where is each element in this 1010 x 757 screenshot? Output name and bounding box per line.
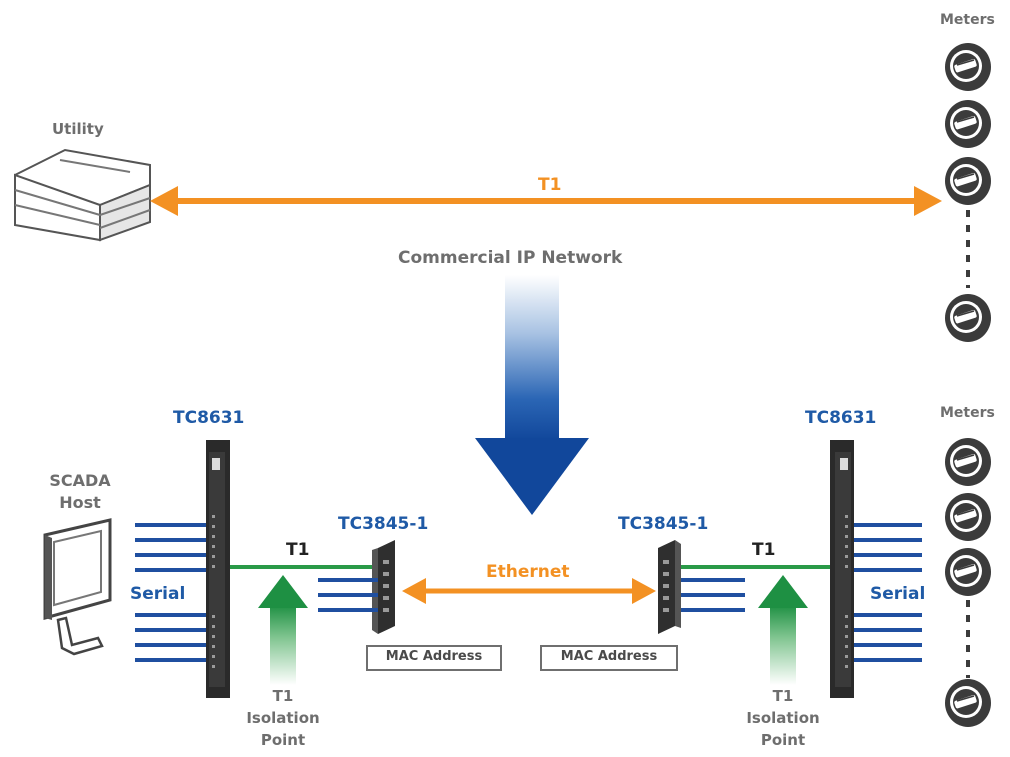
utility-building-icon (14, 148, 151, 242)
meters-top-column (944, 42, 992, 343)
tc8631-left-label: TC8631 (173, 408, 245, 428)
meters-bottom-label: Meters (940, 405, 995, 421)
meter-icon (944, 437, 992, 487)
tc8631-right-label: TC8631 (805, 408, 877, 428)
mac-address-left: MAC Address (366, 645, 502, 671)
meter-icon (944, 293, 992, 343)
ethernet-switch-icon-right (658, 540, 681, 634)
meters-top-label: Meters (940, 12, 995, 28)
meter-icon (944, 678, 992, 728)
serial-lines-left (135, 523, 210, 662)
meters-bottom-column (944, 437, 992, 728)
serial-left-label: Serial (130, 584, 186, 604)
mac-address-right: MAC Address (540, 645, 678, 671)
scada-monitor-icon (43, 518, 112, 656)
switch-lines-left (318, 578, 378, 612)
ethernet-switch-icon-left (372, 540, 395, 634)
utility-label: Utility (52, 120, 104, 138)
meter-icon (944, 99, 992, 149)
isolation-point-right-label: T1 Isolation Point (746, 687, 820, 749)
t1-right-line-label: T1 (752, 540, 776, 560)
isolation-arrow-left (258, 575, 308, 685)
ethernet-label: Ethernet (486, 562, 570, 582)
ethernet-arrow (402, 578, 656, 604)
t1-left-line-label: T1 (286, 540, 310, 560)
big-down-arrow (475, 275, 589, 515)
commercial-network-label: Commercial IP Network (398, 248, 623, 268)
switch-lines-right (681, 578, 745, 612)
rack-device-icon-right (830, 440, 854, 698)
t1-top-arrow (150, 186, 942, 216)
t1-top-label: T1 (538, 175, 562, 195)
scada-host-label: SCADA Host (49, 471, 111, 512)
meter-icon (944, 492, 992, 542)
rack-device-icon-left (206, 440, 230, 698)
serial-right-label: Serial (870, 584, 926, 604)
meter-icon (944, 156, 992, 206)
isolation-point-left-label: T1 Isolation Point (246, 687, 320, 749)
tc3845-right-label: TC3845-1 (618, 514, 709, 534)
serial-lines-right (854, 523, 922, 662)
isolation-arrow-right (758, 575, 808, 685)
meter-icon (944, 547, 992, 597)
meter-icon (944, 42, 992, 92)
tc3845-left-label: TC3845-1 (338, 514, 429, 534)
